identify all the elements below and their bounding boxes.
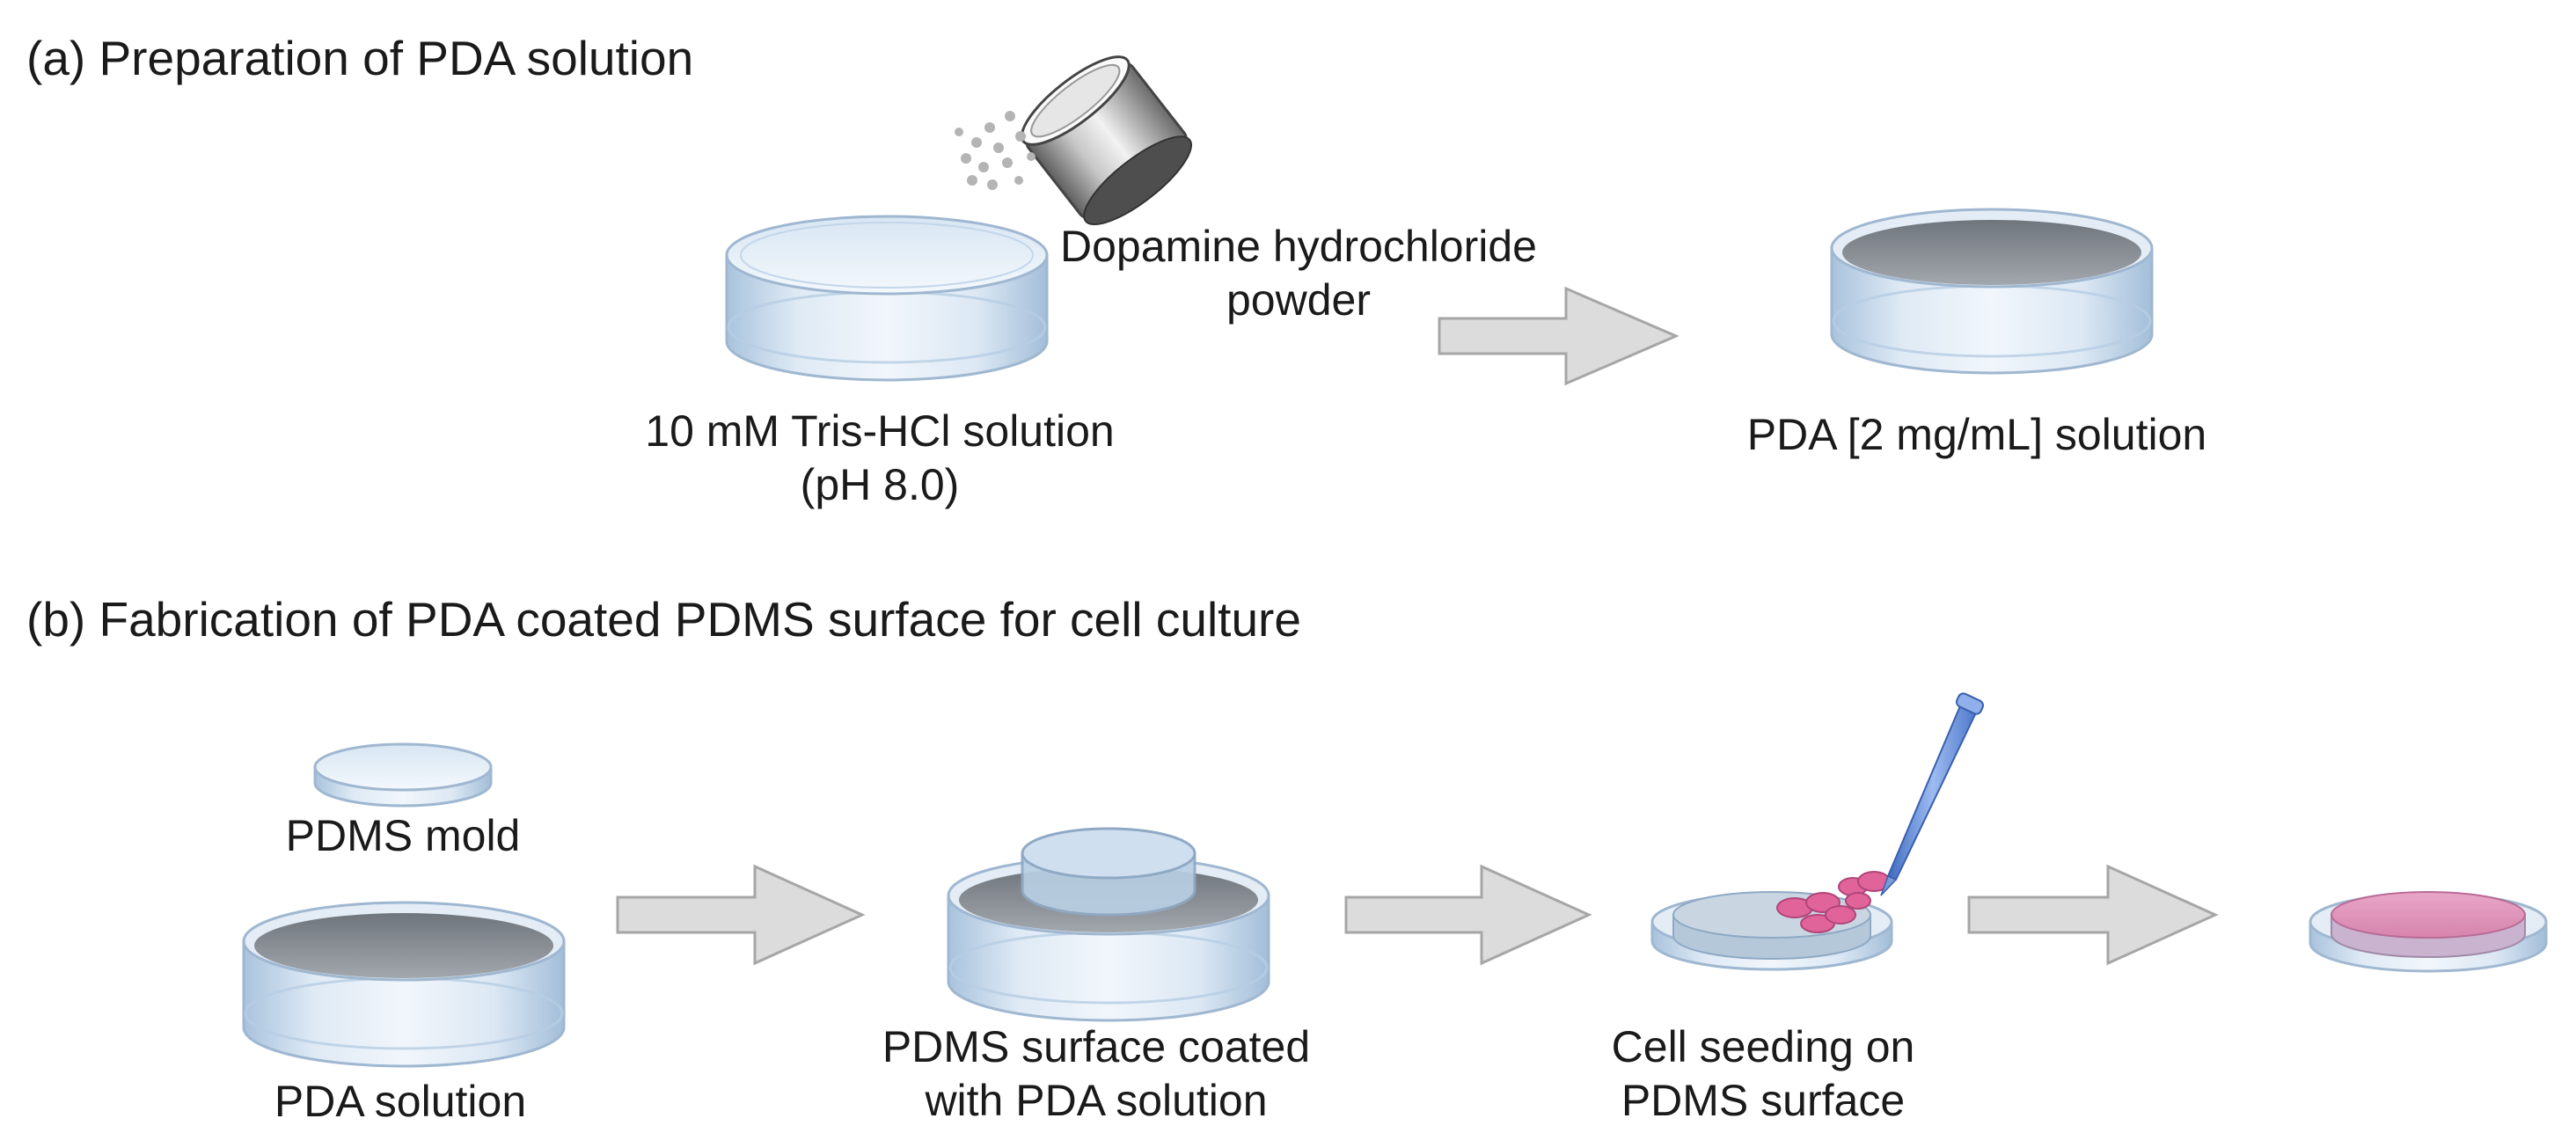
- coated-label-line-2: with PDA solution: [925, 1076, 1268, 1125]
- powder-label-line-1: Dopamine hydrochloride: [1060, 222, 1537, 271]
- pdms-mold-label: PDMS mold: [285, 811, 521, 860]
- powder-container: [1020, 55, 1193, 226]
- arrow-a: [1438, 286, 1680, 386]
- powder-particles: [955, 111, 1036, 190]
- tris-label-line-1: 10 mM Tris-HCl solution: [645, 406, 1115, 456]
- powder-label: Dopamine hydrochloride powder: [1060, 220, 1537, 327]
- pda-solution-dish: [242, 901, 566, 1068]
- pda-concentration-label: PDA [2 mg/mL] solution: [1746, 410, 2207, 459]
- section-b-title: (b) Fabrication of PDA coated PDMS surfa…: [26, 592, 1301, 647]
- arrow-b3: [1967, 864, 2219, 966]
- section-a-title: (a) Preparation of PDA solution: [26, 31, 694, 85]
- coated-label-line-1: PDMS surface coated: [882, 1022, 1311, 1071]
- arrow-b1: [616, 864, 866, 966]
- pda-solution-label: PDA solution: [274, 1077, 527, 1126]
- seeding-label: Cell seeding on PDMS surface: [1612, 1020, 1915, 1128]
- powder-label-line-2: powder: [1226, 275, 1371, 325]
- pda-dish: [1830, 208, 2154, 375]
- seeding-label-line-1: Cell seeding on: [1611, 1022, 1915, 1071]
- cultured-dish: [2309, 891, 2548, 973]
- arrow-b2: [1344, 864, 1592, 966]
- coated-label: PDMS surface coated with PDA solution: [882, 1020, 1310, 1128]
- cells: [1776, 871, 1891, 933]
- pipette: [1880, 692, 1985, 896]
- dish-with-mold: [947, 827, 1270, 1022]
- seeding-label-line-2: PDMS surface: [1621, 1076, 1906, 1125]
- tris-hcl-dish: [725, 215, 1049, 382]
- pdms-mold: [313, 742, 493, 808]
- tris-label: 10 mM Tris-HCl solution (pH 8.0): [645, 405, 1114, 512]
- tris-label-line-2: (pH 8.0): [800, 460, 960, 509]
